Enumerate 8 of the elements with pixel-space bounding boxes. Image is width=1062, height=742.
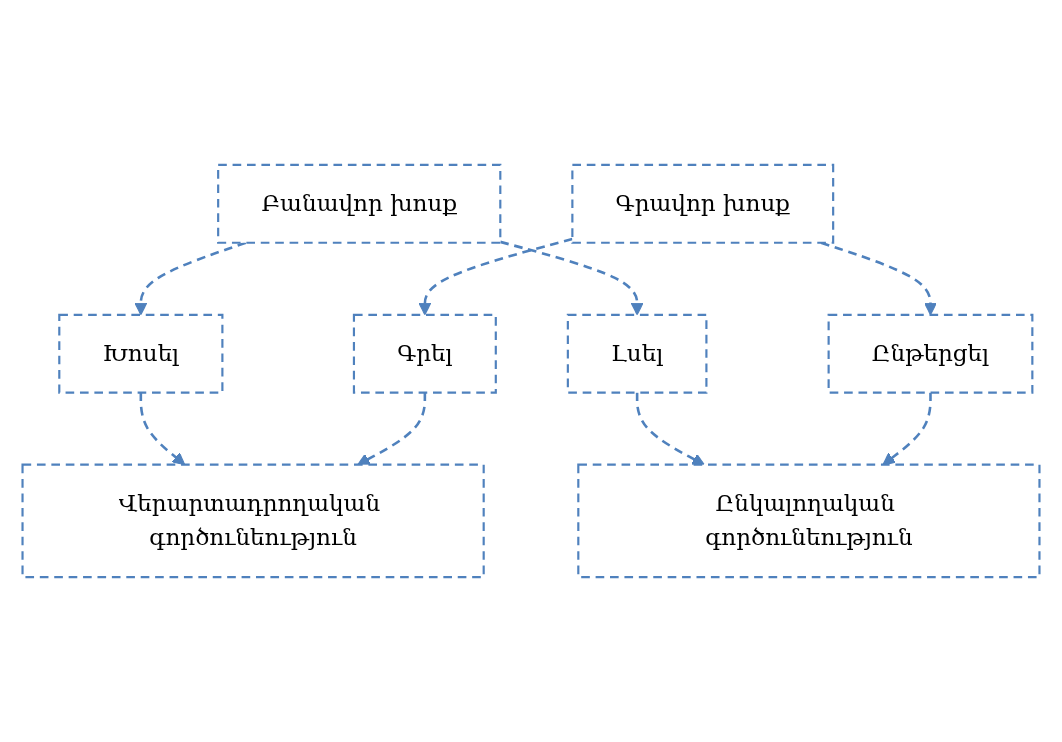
- node-box: Խոսել: [58, 313, 224, 394]
- node-box: Ընկալողական գործունեություն: [577, 463, 1041, 579]
- node-box: Լսել: [566, 313, 708, 394]
- node-box: Բանավոր խոսք: [217, 163, 502, 244]
- node-box: Գրավոր խոսք: [571, 163, 835, 244]
- node-box: Վերարտադրողական գործունեություն: [21, 463, 485, 579]
- node-box: Գրել: [352, 313, 497, 394]
- node-box: Ընթերցել: [827, 313, 1034, 394]
